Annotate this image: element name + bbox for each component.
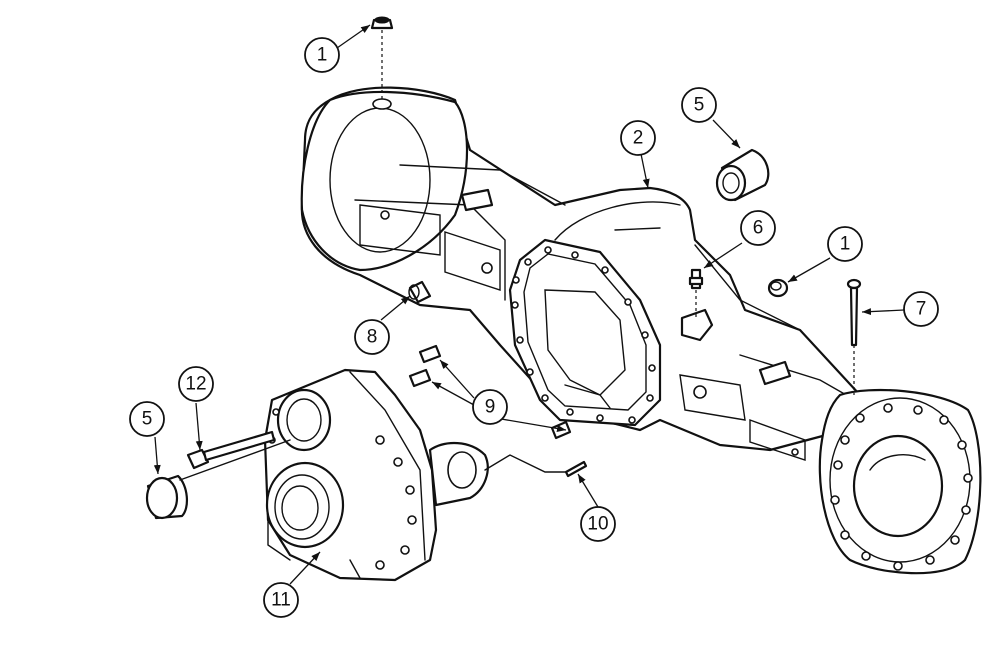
- callout-5-top-label: 5: [694, 95, 705, 116]
- callout-1-right-label: 1: [840, 234, 851, 255]
- differential-carrier-cover: [263, 368, 489, 582]
- plug-side: [408, 280, 432, 304]
- callout-1-top: 1: [304, 37, 340, 73]
- bushing-left: [145, 474, 188, 520]
- callout-11-label: 11: [271, 590, 291, 611]
- hub-bolt-holes: [830, 403, 973, 571]
- callout-10-label: 10: [587, 514, 608, 535]
- callout-7-label: 7: [916, 299, 927, 320]
- callout-8: 8: [354, 319, 390, 355]
- callout-12: 12: [178, 366, 214, 402]
- callout-1-top-label: 1: [317, 45, 328, 66]
- callout-12-label: 12: [185, 374, 206, 395]
- callout-6: 6: [740, 210, 776, 246]
- plug-right: [767, 278, 789, 298]
- flange-bolt-holes: [511, 246, 656, 424]
- plug-top: [370, 16, 394, 100]
- callout-1-right: 1: [827, 226, 863, 262]
- callout-6-label: 6: [753, 218, 764, 239]
- callout-2: 2: [620, 120, 656, 156]
- callout-5-top: 5: [681, 87, 717, 123]
- callout-leaders: [153, 24, 905, 585]
- callout-9-label: 9: [485, 397, 496, 418]
- callout-8-label: 8: [367, 327, 378, 348]
- bushing-top: [715, 148, 770, 202]
- callout-2-label: 2: [633, 128, 644, 149]
- roll-pin: [484, 454, 588, 478]
- callout-9: 9: [472, 389, 508, 425]
- breather: [688, 268, 704, 318]
- callout-11: 11: [263, 582, 299, 618]
- callout-10: 10: [580, 506, 616, 542]
- axle-housing: [300, 86, 982, 575]
- bolt: [179, 430, 291, 481]
- callout-5-left-label: 5: [142, 409, 153, 430]
- callout-5-left: 5: [129, 401, 165, 437]
- dipstick: [846, 278, 862, 395]
- callout-7: 7: [903, 291, 939, 327]
